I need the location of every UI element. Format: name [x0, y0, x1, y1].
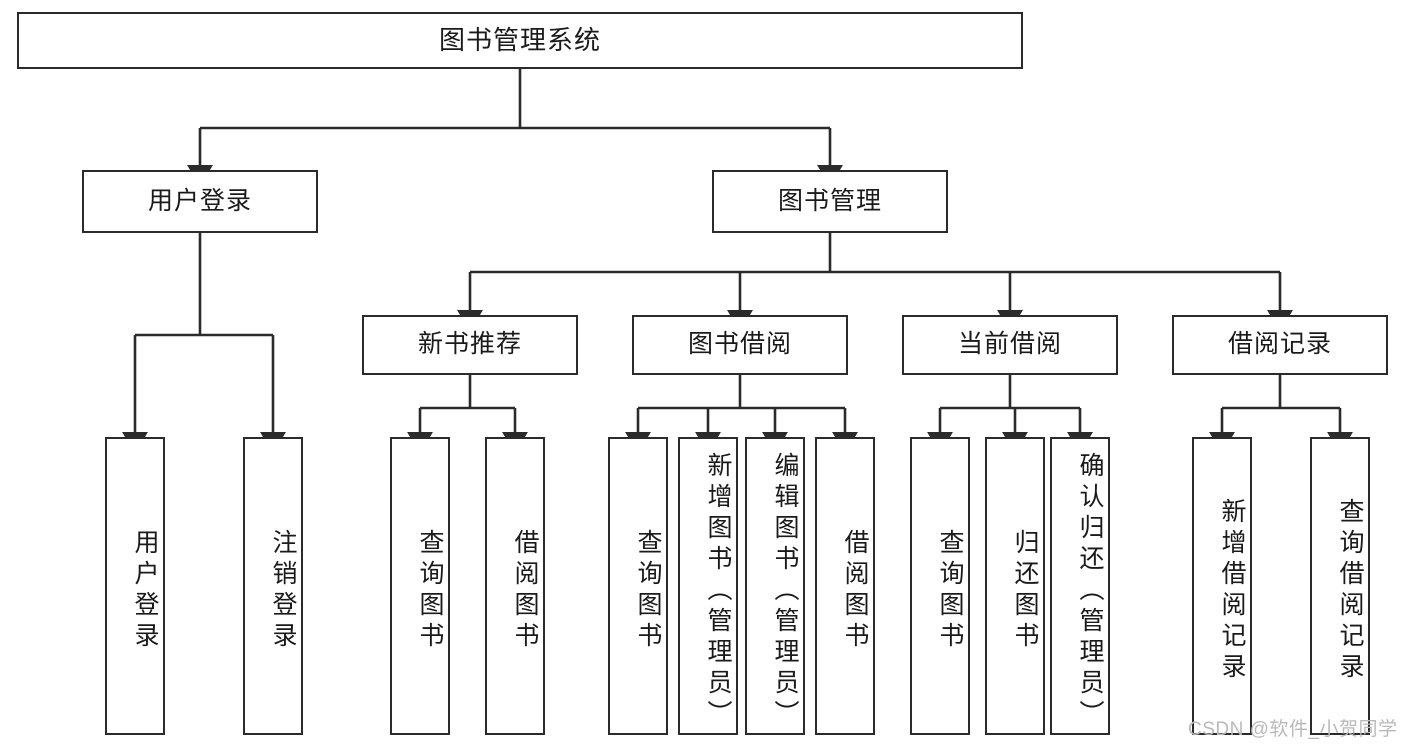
- node-label: 借阅图书: [511, 529, 539, 653]
- node-label: 图书管理: [777, 186, 882, 215]
- node-label: 查询图书: [634, 529, 662, 653]
- node-leaf-query-book-3[interactable]: 查询图书: [910, 437, 970, 735]
- node-new-book-recommend[interactable]: 新书推荐: [362, 315, 578, 375]
- node-label: 新增借阅记录: [1218, 498, 1246, 684]
- node-label: 用户登录: [131, 529, 159, 653]
- node-leaf-query-book-2[interactable]: 查询图书: [608, 437, 668, 735]
- node-current-borrow[interactable]: 当前借阅: [902, 315, 1118, 375]
- node-book-manage[interactable]: 图书管理: [712, 170, 948, 233]
- node-root-system[interactable]: 图书管理系统: [17, 12, 1023, 69]
- node-leaf-confirm-return[interactable]: 确认归还（管理员）: [1050, 437, 1110, 735]
- node-label: 注销登录: [269, 529, 297, 653]
- node-label: 查询图书: [936, 529, 964, 653]
- node-leaf-edit-book[interactable]: 编辑图书（管理员）: [745, 437, 805, 735]
- node-label: 查询借阅记录: [1336, 498, 1364, 684]
- node-leaf-add-record[interactable]: 新增借阅记录: [1192, 437, 1252, 735]
- node-book-borrow[interactable]: 图书借阅: [632, 315, 848, 375]
- node-label: 借阅记录: [1227, 330, 1332, 359]
- watermark-label: CSDN @软件_小贺同学: [1188, 719, 1398, 740]
- node-leaf-return-book[interactable]: 归还图书: [985, 437, 1045, 735]
- node-leaf-borrow-book-1[interactable]: 借阅图书: [485, 437, 545, 735]
- node-leaf-add-book[interactable]: 新增图书（管理员）: [678, 437, 738, 735]
- node-leaf-user-login[interactable]: 用户登录: [105, 437, 165, 735]
- node-leaf-logout[interactable]: 注销登录: [243, 437, 303, 735]
- node-leaf-borrow-book-2[interactable]: 借阅图书: [815, 437, 875, 735]
- node-label: 用户登录: [147, 186, 252, 215]
- node-user-login[interactable]: 用户登录: [82, 170, 318, 233]
- node-borrow-record[interactable]: 借阅记录: [1172, 315, 1388, 375]
- node-label: 借阅图书: [841, 529, 869, 653]
- node-label: 新书推荐: [417, 330, 522, 359]
- node-leaf-query-book-1[interactable]: 查询图书: [390, 437, 450, 735]
- node-label: 归还图书: [1011, 529, 1039, 653]
- node-label: 图书管理系统: [438, 25, 601, 56]
- node-label: 确认归还（管理员）: [1076, 451, 1104, 731]
- node-leaf-query-record[interactable]: 查询借阅记录: [1310, 437, 1370, 735]
- node-label: 新增图书（管理员）: [704, 451, 732, 731]
- node-label: 当前借阅: [957, 330, 1062, 359]
- node-label: 查询图书: [416, 529, 444, 653]
- node-label: 图书借阅: [687, 330, 792, 359]
- node-label: 编辑图书（管理员）: [771, 451, 799, 731]
